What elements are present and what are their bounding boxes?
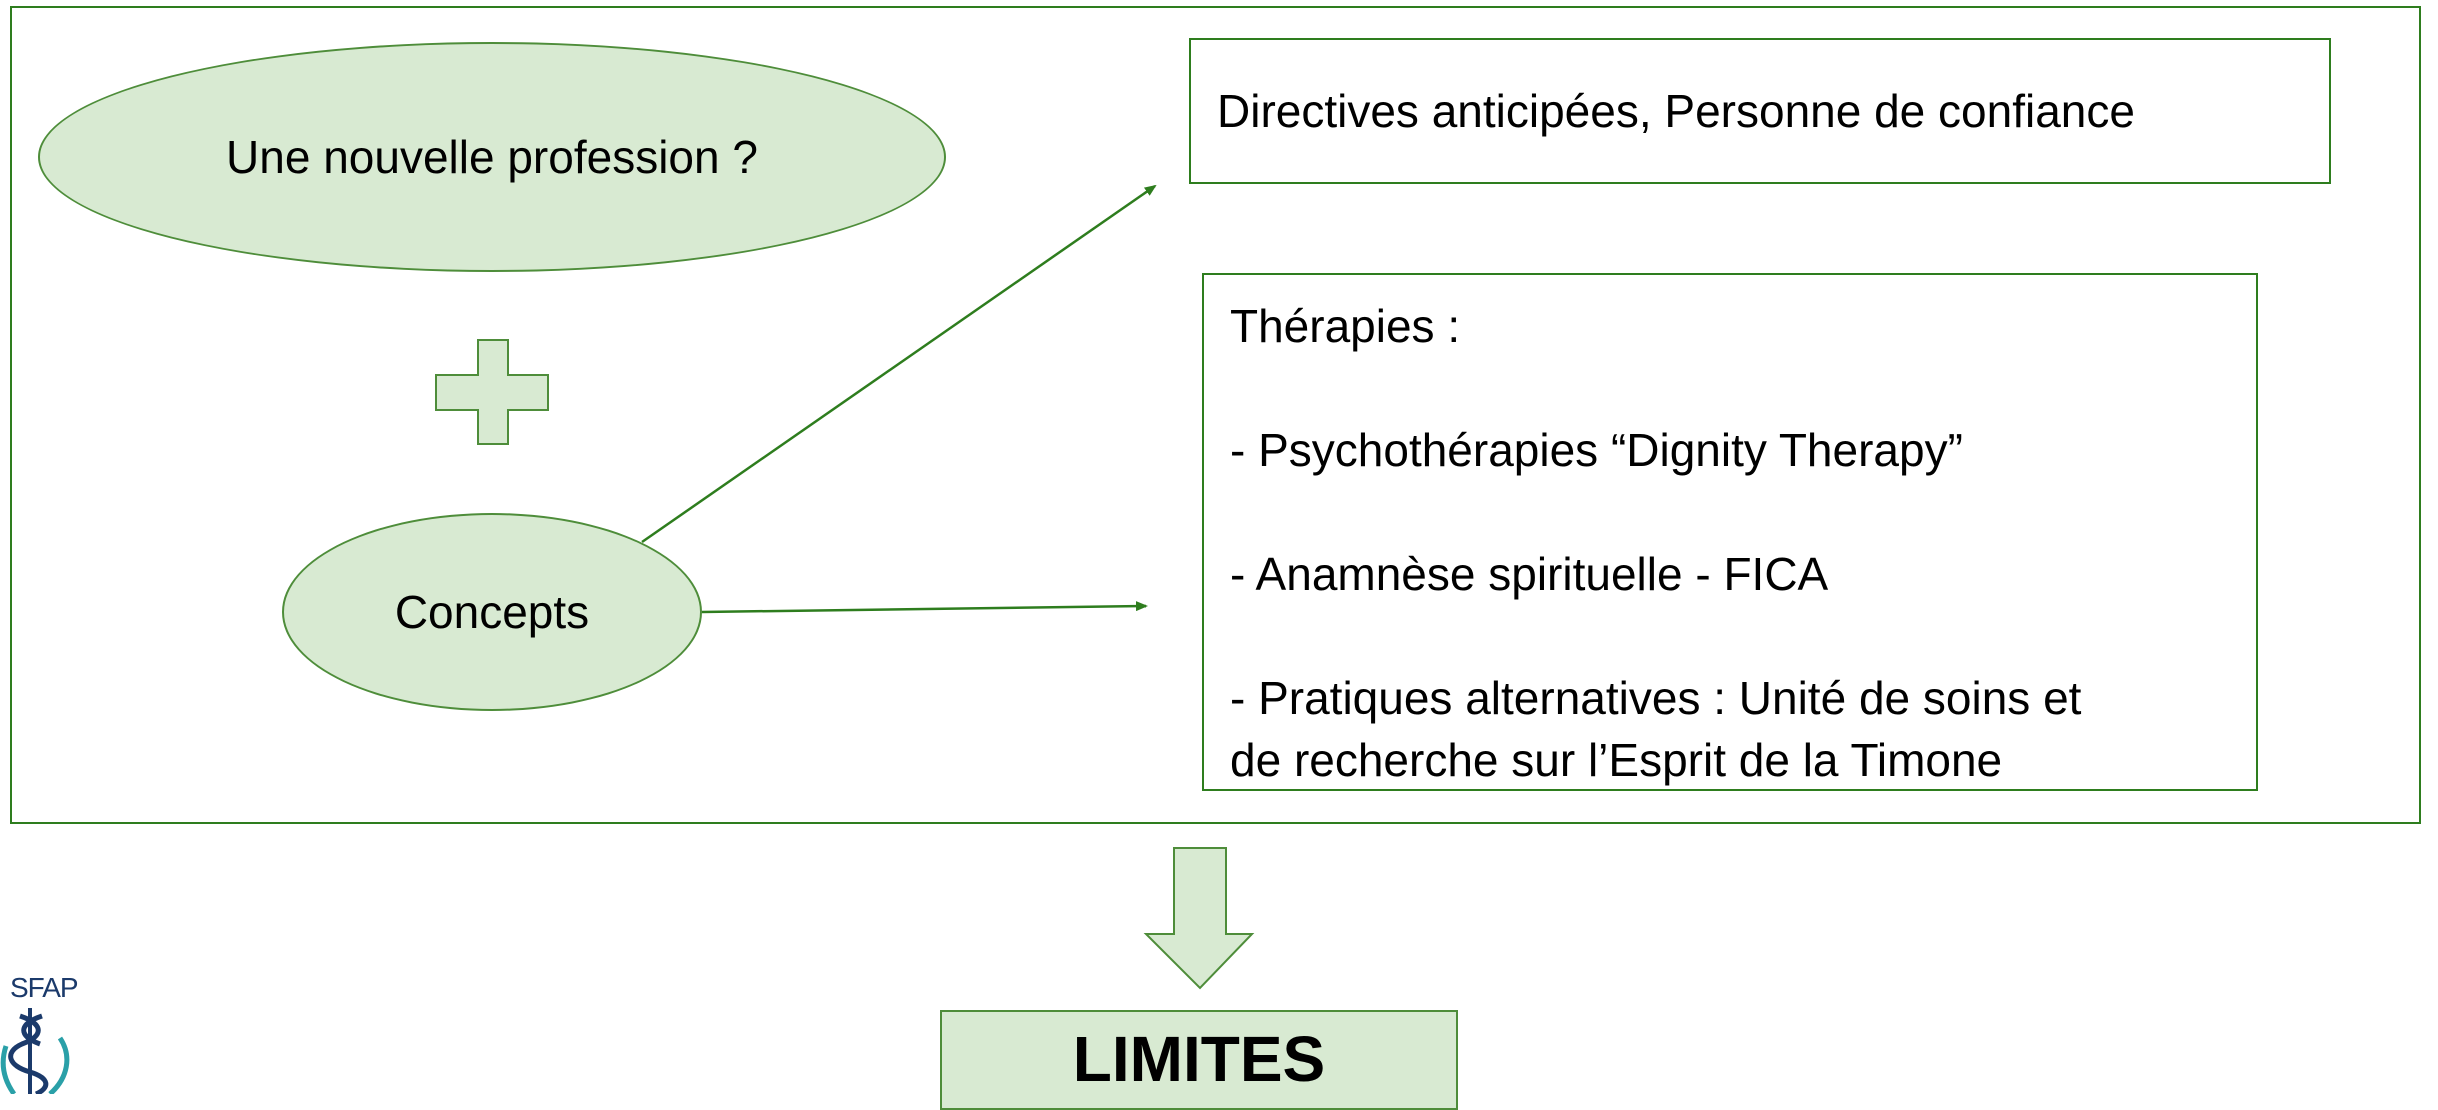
arrow-to-directives: [641, 184, 1157, 544]
therapy-item-fica: - Anamnèse spirituelle - FICA: [1230, 548, 1829, 600]
profession-ellipse: Une nouvelle profession ?: [38, 42, 946, 272]
limits-box: LIMITES: [940, 1010, 1458, 1110]
sfap-logo: SFAP: [0, 972, 90, 1094]
arrow-to-therapies: [701, 601, 1148, 614]
plus-icon: [435, 339, 549, 445]
therapies-title: Thérapies :: [1230, 300, 1461, 352]
limits-label: LIMITES: [1072, 1023, 1326, 1095]
therapy-item-dignity: - Psychothérapies “Dignity Therapy”: [1230, 424, 1963, 476]
concepts-ellipse: Concepts: [282, 513, 702, 711]
profession-label: Une nouvelle profession ?: [226, 131, 758, 183]
logo-text: SFAP: [10, 972, 79, 1003]
therapies-box: Thérapies : - Psychothérapies “Dignity T…: [1202, 273, 2258, 791]
concepts-label: Concepts: [394, 586, 590, 638]
therapy-item-alternatives: - Pratiques alternatives : Unité de soin…: [1230, 672, 2082, 724]
caduceus-icon: [0, 1008, 70, 1094]
diagram-frame: [10, 6, 2421, 824]
down-arrow-icon: [1143, 847, 1255, 990]
directives-label: Directives anticipées, Personne de confi…: [1217, 85, 2135, 137]
directives-box: Directives anticipées, Personne de confi…: [1189, 38, 2331, 184]
therapy-item-alternatives-cont: de recherche sur l’Esprit de la Timone: [1230, 734, 2003, 786]
